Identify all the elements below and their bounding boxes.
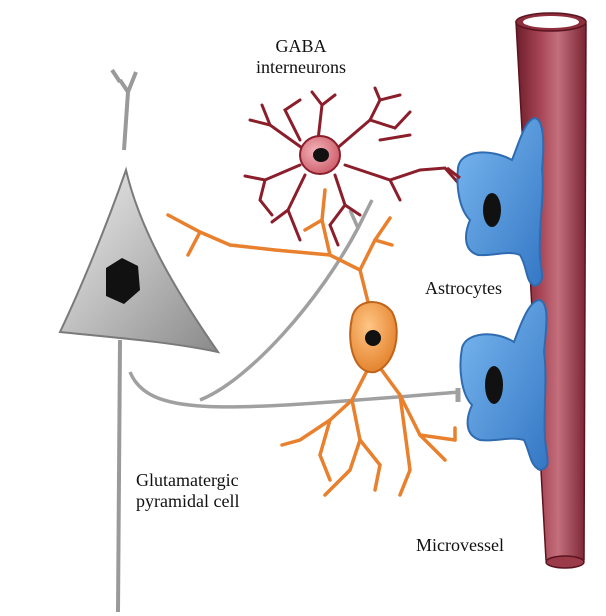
glut-label-line1: Glutamatergic [136, 470, 239, 491]
glut-label-line2: pyramidal cell [136, 491, 239, 512]
gaba-soma-icon [300, 136, 340, 174]
microvessel-icon [516, 13, 586, 568]
gaba-interneuron-icon [245, 88, 460, 245]
microvessel-label: Microvessel [416, 535, 504, 556]
astrocyte-icon [460, 300, 547, 470]
gaba-label-line2: interneurons [236, 57, 366, 78]
gaba-interneurons-label: GABA interneurons [236, 36, 366, 78]
pyramidal-cell-label: Glutamatergic pyramidal cell [136, 470, 239, 512]
astrocytes-label: Astrocytes [425, 278, 502, 299]
astrocyte-icon [458, 118, 544, 286]
pyramidal-neuron-icon [60, 70, 460, 612]
gaba-label-line1: GABA [236, 36, 366, 57]
orange-soma-icon [350, 302, 397, 372]
